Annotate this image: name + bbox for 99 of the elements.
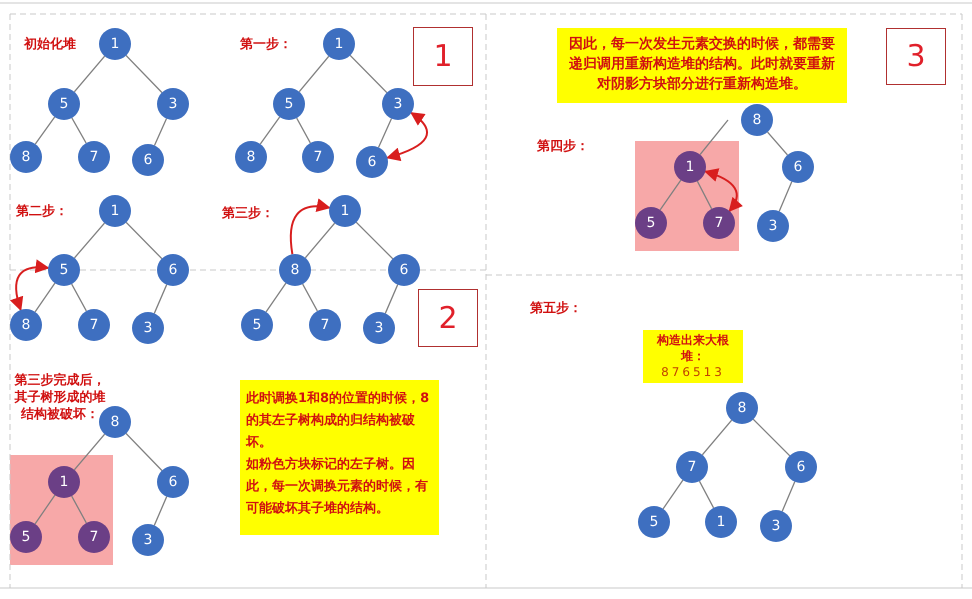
tree-line xyxy=(296,118,311,144)
tree-node: 3 xyxy=(157,88,189,120)
highlight-box xyxy=(635,141,739,251)
tree-node: 8 xyxy=(235,141,267,173)
note-box: 因此，每一次发生元素交换的时候，都需要递归调用重新构造堆的结构。此时就要重新对阴影方块部分进行重新构造堆。 xyxy=(557,28,847,103)
step-label: 第三步： xyxy=(222,205,274,222)
tree-line xyxy=(702,420,732,456)
tree-node: 3 xyxy=(132,312,164,344)
step-label: 第一步： xyxy=(240,36,292,53)
tree-line xyxy=(34,282,56,312)
tree-line xyxy=(126,433,162,471)
tree-node: 1 xyxy=(99,28,131,60)
tree-line xyxy=(700,120,728,155)
tree-line xyxy=(34,494,56,524)
tree-node: 3 xyxy=(363,312,395,344)
step-label: 第五步： xyxy=(530,300,582,317)
step-label: 第二步： xyxy=(16,203,68,220)
note-box xyxy=(240,380,439,535)
tree-node: 1 xyxy=(99,195,131,227)
tree-node: 6 xyxy=(388,254,420,286)
tree-node: 7 xyxy=(78,521,110,553)
note-box xyxy=(643,330,743,383)
tree-node: 7 xyxy=(309,309,341,341)
step-label: 初始化堆 xyxy=(24,36,76,53)
tree-line xyxy=(350,54,388,94)
tree-node: 7 xyxy=(703,207,735,239)
tree-node: 7 xyxy=(78,309,110,341)
step-label: 第四步： xyxy=(537,138,589,155)
tree-line xyxy=(782,481,796,512)
tree-line xyxy=(304,222,336,258)
step-number-box: 3 xyxy=(886,28,946,85)
tree-node: 3 xyxy=(760,510,792,542)
tree-node: 6 xyxy=(132,144,164,176)
tree-line xyxy=(302,284,318,312)
tree-node: 5 xyxy=(10,521,42,553)
tree-node: 3 xyxy=(382,88,414,120)
step-number-box: 1 xyxy=(413,27,473,86)
tree-node: 5 xyxy=(635,207,667,239)
tree-node: 1 xyxy=(705,506,737,538)
note-text: 876513 xyxy=(660,364,726,380)
tree-line xyxy=(356,222,394,260)
step-number-box: 2 xyxy=(418,289,478,347)
tree-line xyxy=(126,55,162,93)
tree-line xyxy=(71,496,87,524)
tree-line xyxy=(154,118,168,146)
tree-node: 3 xyxy=(757,210,789,242)
tree-line xyxy=(298,56,330,92)
tree-line xyxy=(266,282,286,312)
tree-node: 5 xyxy=(48,254,80,286)
tree-line xyxy=(71,284,87,312)
tree-node: 6 xyxy=(785,451,817,483)
tree-line xyxy=(71,118,87,144)
note-text: 此时调换1和8的位置的时候，8的其左子树构成的归结构被破坏。 xyxy=(246,390,430,452)
tree-line xyxy=(154,284,168,314)
note-text: 如粉色方块标记的左子树。因此，每一次调换元素的时候，有可能破坏其子堆的结构。 xyxy=(246,456,429,518)
tree-line xyxy=(74,222,106,258)
tree-node: 8 xyxy=(10,309,42,341)
tree-node: 5 xyxy=(638,506,670,538)
tree-line xyxy=(74,56,106,92)
tree-line xyxy=(378,118,392,148)
tree-line xyxy=(260,116,280,144)
tree-node: 5 xyxy=(273,88,305,120)
tree-node: 6 xyxy=(356,146,388,178)
tree-node: 8 xyxy=(10,141,42,173)
tree-node: 7 xyxy=(78,141,110,173)
note-text: 构造出来大根堆： xyxy=(656,332,730,364)
tree-line xyxy=(767,132,788,156)
tree-line xyxy=(698,480,714,508)
tree-node: 8 xyxy=(741,104,773,136)
tree-line xyxy=(696,180,712,210)
swap-arrow xyxy=(704,168,743,212)
tree-node: 8 xyxy=(279,254,311,286)
tree-node: 1 xyxy=(48,466,80,498)
tree-line xyxy=(126,222,162,260)
tree-node: 1 xyxy=(329,195,361,227)
tree-line xyxy=(384,284,398,314)
tree-line xyxy=(154,496,168,526)
tree-line xyxy=(752,418,790,456)
tree-node: 6 xyxy=(782,151,814,183)
tree-node: 1 xyxy=(674,151,706,183)
tree-line xyxy=(74,434,106,470)
tree-node: 5 xyxy=(241,309,273,341)
tree-node: 7 xyxy=(676,451,708,483)
tree-line xyxy=(662,480,684,510)
swap-arrow xyxy=(386,112,428,161)
tree-node: 8 xyxy=(726,392,758,424)
tree-node: 3 xyxy=(132,524,164,556)
tree-line xyxy=(34,116,56,144)
swap-arrow xyxy=(290,198,331,254)
tree-node: 1 xyxy=(323,28,355,60)
tree-node: 6 xyxy=(157,254,189,286)
tree-node: 7 xyxy=(302,141,334,173)
tree-node: 5 xyxy=(48,88,80,120)
tree-node: 6 xyxy=(157,466,189,498)
tree-node: 8 xyxy=(99,406,131,438)
tree-line xyxy=(660,180,682,210)
highlight-box xyxy=(10,455,113,565)
tree-line xyxy=(778,181,792,212)
swap-arrow xyxy=(10,260,50,312)
